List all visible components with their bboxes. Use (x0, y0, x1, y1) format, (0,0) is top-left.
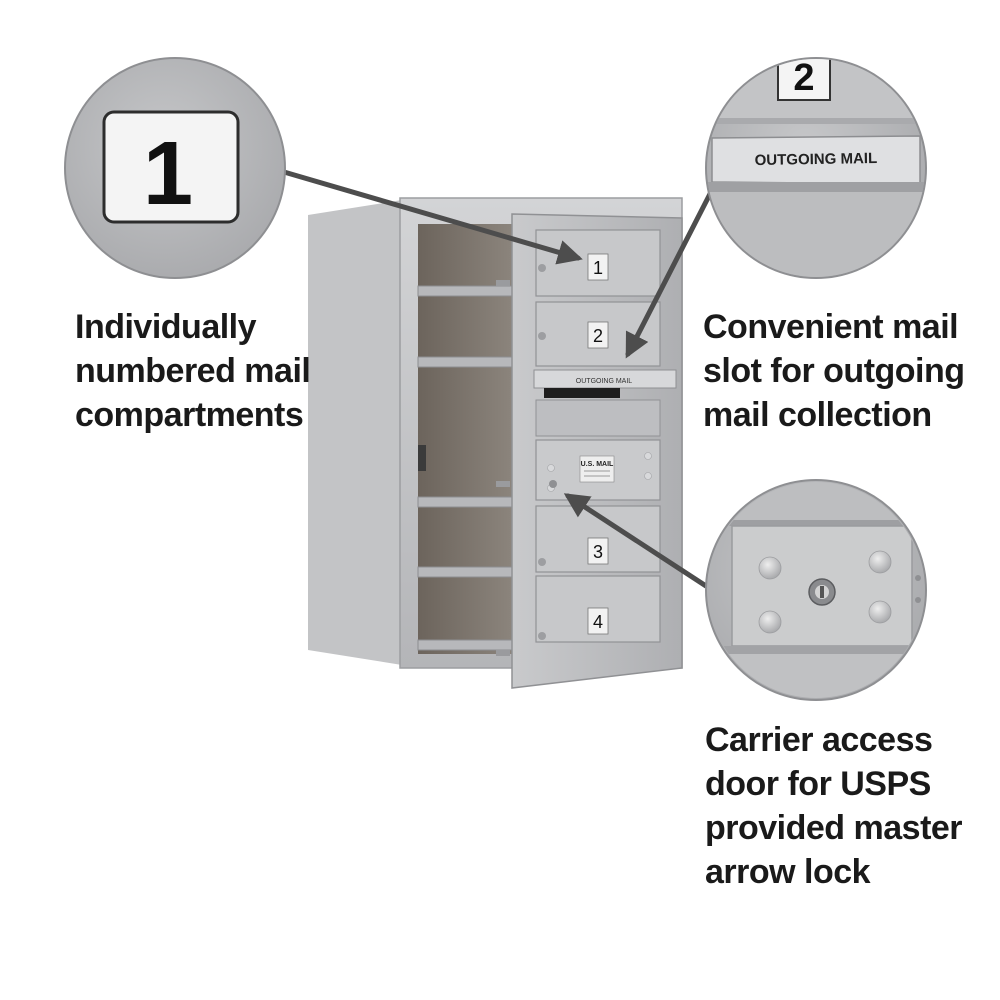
zoom-rivets (758, 550, 892, 634)
door-number-plate-4: 4 (587, 607, 609, 635)
caption-line: Convenient mail (703, 308, 959, 346)
caption-line: arrow lock (705, 853, 871, 891)
caption-line: provided master (705, 809, 963, 847)
door-number-plate-1: 1 (587, 253, 609, 281)
carrier-access-panel: U.S. MAIL (535, 439, 661, 501)
interior-shelves (417, 285, 515, 651)
zoom-circle-numbered: 1 (64, 57, 286, 279)
zoom-number-plate (102, 110, 240, 224)
zoom-number-2: 2 (793, 57, 814, 99)
caption-numbered-compartments: Individually numbered mail compartments (75, 305, 311, 437)
zoom-slot-label: OUTGOING MAIL (755, 150, 878, 169)
arrow-to-carrier-lock (563, 493, 709, 589)
caption-line: mail collection (703, 396, 932, 434)
door-number-3: 3 (593, 542, 603, 562)
usps-label: U.S. MAIL (581, 461, 614, 468)
callout-arrows (281, 169, 715, 589)
door-number-plate-3: 3 (587, 537, 609, 565)
zoom-circle-carrier (705, 479, 927, 701)
caption-line: Carrier access (705, 721, 933, 759)
mailbox-unit: 1 2 3 4 OUTGOING MAIL U.S. MAIL (308, 197, 683, 689)
caption-line: Individually (75, 308, 257, 346)
outgoing-mail-slot: OUTGOING MAIL (533, 369, 677, 437)
arrow-to-mail-slot (625, 187, 715, 359)
door-number-plate-2: 2 (587, 321, 609, 349)
caption-outgoing-slot: Convenient mail slot for outgoing mail c… (703, 305, 965, 437)
door-number-1: 1 (593, 258, 603, 278)
slot-label: OUTGOING MAIL (576, 378, 633, 385)
latch (418, 445, 426, 471)
caption-line: numbered mail (75, 352, 311, 390)
zoom-circle-slot: 2 OUTGOING MAIL (705, 57, 927, 279)
arrow-to-door-number (281, 169, 583, 265)
caption-line: door for USPS (705, 765, 931, 803)
caption-line: compartments (75, 396, 304, 434)
zoom-number-1: 1 (143, 124, 193, 224)
door-number-4: 4 (593, 612, 603, 632)
zoom-arrow-lock (808, 578, 836, 606)
door-number-2: 2 (593, 326, 603, 346)
master-lock (549, 480, 557, 488)
mailbox-side-panel (308, 200, 402, 665)
caption-line: slot for outgoing (703, 352, 965, 390)
caption-carrier-door: Carrier access door for USPS provided ma… (705, 718, 963, 894)
